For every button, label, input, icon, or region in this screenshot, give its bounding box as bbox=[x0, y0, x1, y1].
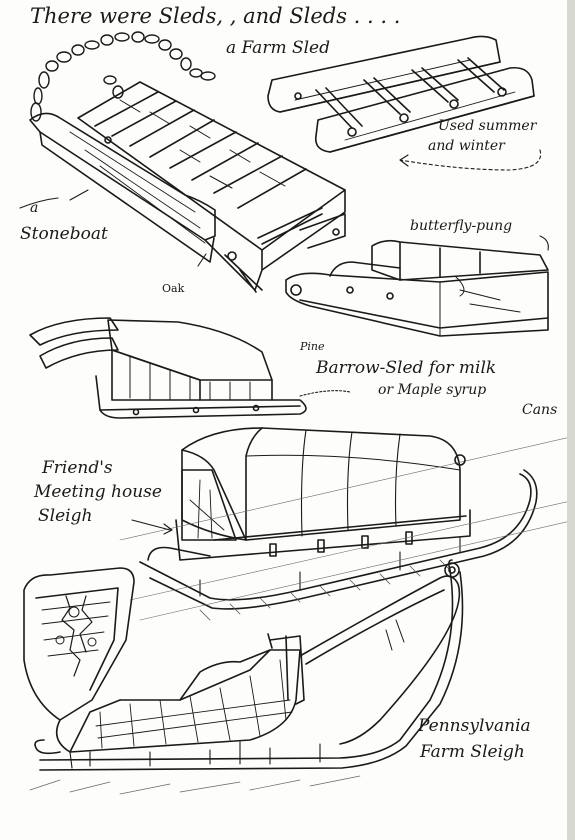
heading-text: There were Sleds, , and Sleds . . . . bbox=[30, 4, 401, 28]
butterfly-pung-drawing bbox=[285, 235, 549, 337]
barrow-sled-label: Barrow-Sled for milk bbox=[316, 358, 497, 378]
pine-label: Pine bbox=[300, 340, 325, 353]
pennsylvania-sleigh-drawing bbox=[23, 559, 464, 795]
cans-label: Cans bbox=[522, 402, 558, 418]
used-summer-label: Used summer bbox=[438, 118, 537, 134]
stoneboat-article: a bbox=[30, 200, 39, 216]
oak-label: Oak bbox=[162, 282, 185, 295]
farm-sled-drawing bbox=[267, 35, 542, 171]
stoneboat-label: Stoneboat bbox=[20, 224, 108, 244]
pennsylvania-label-line1: Pennsylvania bbox=[418, 716, 531, 736]
farm-sled-label: a Farm Sled bbox=[226, 38, 330, 58]
stoneboat-drawing bbox=[19, 31, 346, 293]
friends-label-line3: Sleigh bbox=[38, 506, 93, 526]
friends-label-line1: Friend's bbox=[42, 458, 113, 478]
pennsylvania-label-line2: Farm Sleigh bbox=[420, 742, 525, 762]
friends-label-line2: Meeting house bbox=[34, 482, 162, 502]
barrow-sled-drawing bbox=[29, 317, 351, 419]
butterfly-pung-label: butterfly-pung bbox=[410, 218, 513, 234]
and-winter-label: and winter bbox=[428, 138, 505, 154]
maple-syrup-label: or Maple syrup bbox=[378, 382, 487, 398]
meeting-house-sleigh-drawing bbox=[119, 427, 567, 621]
